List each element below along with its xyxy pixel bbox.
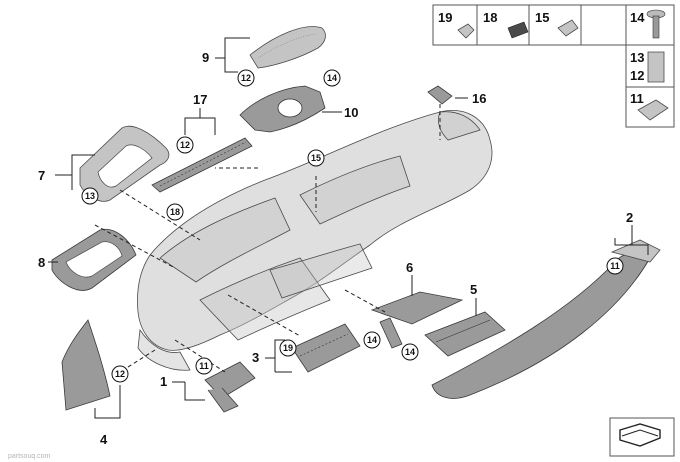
circled-13: 13 [81,187,99,205]
svg-text:12: 12 [115,369,125,379]
callout-6: 6 [406,260,413,275]
legend-18-pad [507,21,529,39]
circled-14-mid: 14 [363,331,381,349]
svg-text:14: 14 [405,347,415,357]
svg-text:12: 12 [180,140,190,150]
legend-14: 14 [630,10,645,25]
part-4-corner-cover [61,319,111,411]
part-1-vent [204,361,256,413]
callout-10: 10 [344,105,358,120]
part-8-frame [51,228,137,291]
svg-text:12: 12 [241,73,251,83]
legend-12: 12 [630,68,644,83]
callout-8: 8 [38,255,45,270]
legend-11-clip [637,99,669,121]
callout-17: 17 [193,92,207,107]
legend-13: 13 [630,50,644,65]
svg-text:11: 11 [199,361,209,371]
svg-text:13: 13 [85,191,95,201]
circled-12-corner: 12 [111,365,129,383]
legend-19: 19 [438,10,452,25]
part-5-bracket [424,311,506,357]
legend-18: 18 [483,10,497,25]
part-3-bracket [291,323,361,373]
diagram-corner-icon [609,417,675,457]
svg-text:14: 14 [367,335,377,345]
callout-7: 7 [38,168,45,183]
callout-16: 16 [472,91,486,106]
legend-14-screw [646,9,666,39]
callout-lines [48,37,649,419]
callout-2: 2 [626,210,633,225]
callout-1: 1 [160,374,167,389]
callout-numbers: 1 2 3 4 5 6 7 8 9 10 16 17 [38,50,633,447]
svg-text:19: 19 [283,343,293,353]
legend-19-clip [457,23,475,39]
callout-5: 5 [470,282,477,297]
part-16 [427,85,453,105]
circled-12-grille: 12 [237,69,255,87]
circled-19: 19 [279,339,297,357]
circled-18: 18 [166,203,184,221]
circled-11-right: 11 [606,257,624,275]
dashboard-carrier [137,110,493,371]
callout-4: 4 [100,432,108,447]
svg-text:15: 15 [311,153,321,163]
callout-3: 3 [252,350,259,365]
watermark: partsouq.com [8,453,51,460]
part-6-bracket [370,291,464,349]
fastener-legend: 19 18 15 14 13 12 11 [432,4,675,128]
circled-14-top: 14 [323,69,341,87]
circled-14-low: 14 [401,343,419,361]
legend-15: 15 [535,10,549,25]
circled-callouts: 12 14 12 15 13 18 11 19 [81,69,624,383]
svg-text:14: 14 [327,73,337,83]
dashed-leaders [94,104,441,373]
legend-13-12-clip [647,51,665,83]
callout-9: 9 [202,50,209,65]
part-9-speaker-grille [249,26,326,69]
part-10-bracket [239,85,326,133]
legend-15-clip [557,19,579,37]
legend-11: 11 [630,91,644,106]
part-17-vent [151,137,253,193]
circled-15: 15 [307,149,325,167]
svg-text:11: 11 [610,261,620,271]
circled-12-vent: 12 [176,136,194,154]
circled-11-left: 11 [195,357,213,375]
svg-text:18: 18 [170,207,180,217]
